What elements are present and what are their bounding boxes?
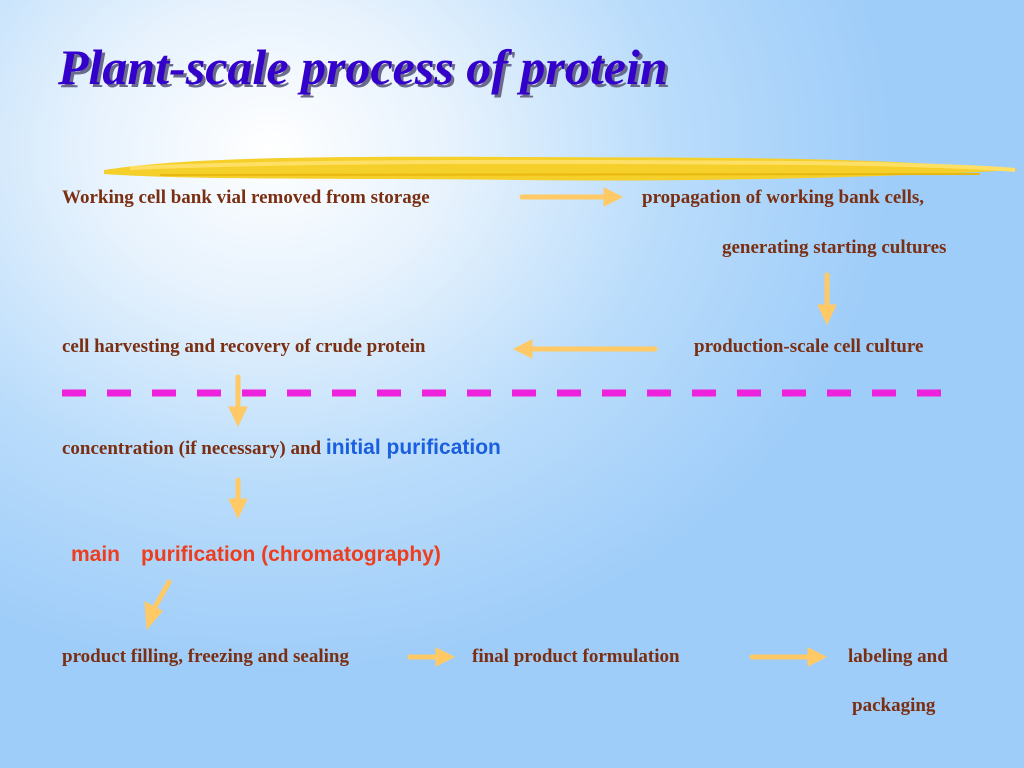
step-concentration: concentration (if necessary) and initial… xyxy=(62,436,501,460)
arrow-down-3 xyxy=(228,477,248,520)
step-product-filling: product filling, freezing and sealing xyxy=(62,646,349,667)
highlighter-stroke xyxy=(104,156,1020,181)
step-main-label: main xyxy=(71,543,121,566)
step-production-culture: production-scale cell culture xyxy=(694,336,924,357)
arrow-down-1 xyxy=(817,272,837,326)
step-main-purification: purification (chromatography) xyxy=(141,543,441,566)
step-cell-harvesting: cell harvesting and recovery of crude pr… xyxy=(62,336,426,357)
step-labeling: labeling and xyxy=(848,646,948,667)
divider-line xyxy=(62,389,952,397)
step-final-formulation: final product formulation xyxy=(472,646,680,667)
step-packaging: packaging xyxy=(852,695,936,716)
step-concentration-label: concentration (if necessary) and xyxy=(62,438,326,459)
step-propagation-cont: generating starting cultures xyxy=(722,237,947,258)
step-working-cell-bank: Working cell bank vial removed from stor… xyxy=(62,187,430,208)
arrow-right-3 xyxy=(749,647,828,667)
initial-purification-label: initial purification xyxy=(325,436,501,459)
arrow-right-2 xyxy=(407,647,456,667)
arrow-down-2 xyxy=(228,374,248,428)
arrow-diagonal xyxy=(144,579,172,631)
arrow-left-1 xyxy=(512,339,658,359)
slide-title: Plant-scale process of protein xyxy=(58,39,668,95)
step-propagation: propagation of working bank cells, xyxy=(642,187,925,208)
arrow-right-1 xyxy=(519,187,624,207)
